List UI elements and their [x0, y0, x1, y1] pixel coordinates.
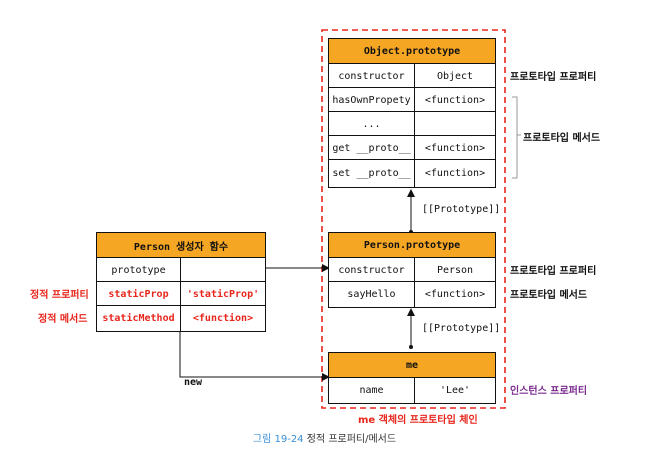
row-key: get __proto__ [329, 136, 415, 160]
prototype-chain-frame [321, 29, 506, 409]
table-row: set __proto__ <function> [329, 159, 495, 187]
row-key: prototype [97, 258, 181, 282]
table-row: staticMethod <function> [97, 305, 265, 331]
label-prototype-chain: me 객체의 프로토타입 체인 [358, 415, 478, 426]
label-proto-property-top: 프로토타입 프로퍼티 [510, 72, 597, 83]
row-value: <function> [424, 168, 486, 179]
row-key: set __proto__ [329, 160, 415, 187]
row-value: <function> [424, 142, 486, 154]
figure-text: 정적 프로퍼티/메서드 [306, 434, 397, 445]
label-proto-method-mid: 프로토타입 메서드 [510, 290, 588, 301]
table-row: ... [329, 111, 495, 136]
method-bracket [512, 96, 518, 179]
row-value: 'Lee' [439, 385, 471, 396]
label-proto-property-mid: 프로토타입 프로퍼티 [510, 266, 597, 277]
table-row: get __proto__ <function> [329, 135, 495, 160]
row-key: constructor [329, 64, 415, 88]
person-constructor-box: Person 생성자 함수 prototype staticProp 'stat… [96, 232, 266, 332]
row-value: 'staticProp' [186, 288, 260, 300]
person-prototype-box: Person.prototype constructor Person sayH… [328, 232, 496, 308]
label-static-method: 정적 메서드 [38, 314, 88, 325]
row-key: sayHello [329, 282, 415, 307]
object-prototype-title: Object.prototype [329, 39, 495, 64]
table-row: constructor Object [329, 63, 495, 88]
figure-number: 그림 19-24 [252, 434, 304, 445]
label-new: new [184, 377, 203, 388]
arrow-new [179, 330, 330, 381]
row-key: name [329, 378, 415, 403]
person-constructor-title: Person 생성자 함수 [97, 233, 265, 258]
table-row: hasOwnPropety <function> [329, 87, 495, 112]
person-prototype-title: Person.prototype [329, 233, 495, 258]
row-key: staticProp [97, 282, 181, 306]
label-prototype-link-1: [[Prototype]] [422, 204, 501, 215]
row-value: <function> [424, 94, 486, 106]
table-row: prototype [97, 257, 265, 282]
row-value [181, 258, 265, 282]
row-key: constructor [329, 258, 415, 282]
object-prototype-box: Object.prototype constructor Object hasO… [328, 38, 496, 188]
me-instance-box: me name 'Lee' [328, 352, 496, 404]
row-value: <function> [424, 289, 486, 300]
label-instance-property: 인스턴스 프로퍼티 [510, 386, 588, 397]
table-row: constructor Person [329, 257, 495, 282]
table-row: staticProp 'staticProp' [97, 281, 265, 306]
table-row: name 'Lee' [329, 377, 495, 403]
me-title: me [329, 353, 495, 378]
row-value [415, 112, 495, 136]
label-proto-method-top: 프로토타입 메서드 [523, 133, 601, 144]
label-prototype-link-2: [[Prototype]] [422, 323, 501, 334]
figure-caption: 그림 19-24 정적 프로퍼티/메서드 [0, 430, 649, 445]
row-key: staticMethod [97, 306, 181, 331]
table-row: sayHello <function> [329, 281, 495, 307]
row-value: Person [436, 264, 474, 276]
label-static-property: 정적 프로퍼티 [30, 290, 89, 301]
row-value: <function> [192, 313, 254, 324]
row-value: Object [436, 70, 474, 82]
row-key: hasOwnPropety [329, 88, 415, 112]
row-key: ... [329, 112, 415, 136]
